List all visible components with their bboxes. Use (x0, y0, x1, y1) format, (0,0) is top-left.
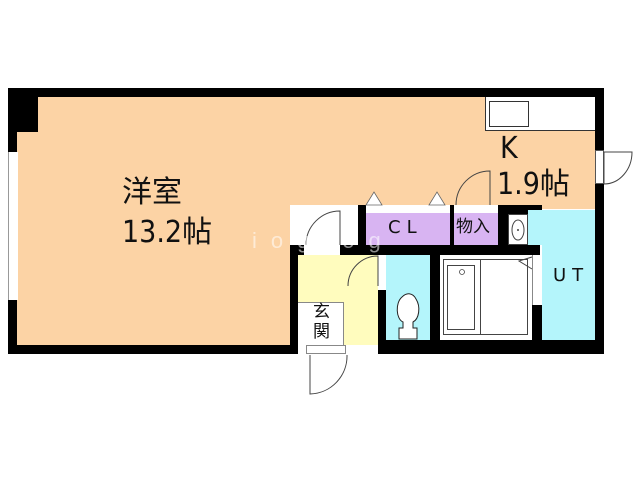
bath-door-strip (532, 255, 542, 305)
bathroom-inner-outline (443, 259, 528, 335)
bathroom[interactable] (440, 255, 532, 340)
left-window (8, 152, 18, 300)
right-door-swing-icon[interactable] (603, 150, 634, 186)
wall-bath-left (430, 255, 440, 345)
storage[interactable] (454, 213, 498, 245)
entrance-room-door-swing-icon[interactable] (304, 210, 344, 246)
entrance-label-line1: 玄 (313, 302, 330, 322)
bath-divider (480, 259, 481, 335)
wall-bottom-main (8, 345, 298, 354)
closet-door-strip (366, 205, 450, 213)
storage-door-swing-icon[interactable] (454, 168, 500, 206)
kitchen-size: 1.9帖 (497, 167, 570, 202)
entrance-genkan-box (298, 302, 344, 345)
kitchen-sink-outline (489, 101, 529, 127)
western-room-size: 13.2帖 (122, 215, 213, 250)
utility-label: UT (553, 265, 590, 286)
front-door-swing-icon[interactable] (309, 354, 349, 396)
wall-closet-left (358, 205, 366, 255)
wall-toilet-left (378, 290, 386, 345)
storage-label: 物入 (456, 217, 490, 237)
wall-top (8, 88, 604, 97)
wall-closet-divider (450, 205, 454, 245)
entrance-label-line2: 関 (313, 322, 330, 342)
wall-bottom-right (378, 340, 604, 354)
wall-right (595, 88, 604, 354)
utility-room-upper (528, 210, 595, 245)
bathtub (447, 265, 475, 330)
front-door-opening (306, 345, 346, 354)
wall-entrance-left (290, 245, 298, 354)
watermark: iogiog (252, 228, 395, 253)
western-room-name: 洋室 (122, 175, 182, 210)
closet-door-arrow-icon (365, 191, 446, 206)
wall-closet-top-right (498, 205, 542, 214)
wall-closet-bottom (290, 245, 540, 255)
kitchen-name: K (500, 131, 518, 166)
entrance-door-strip-top (304, 245, 340, 255)
toilet-door-swing-icon[interactable] (346, 255, 380, 287)
toilet-door-strip (378, 255, 386, 290)
closet[interactable] (366, 213, 450, 245)
toilet-icon (396, 293, 420, 340)
washbasin-bowl-icon (511, 219, 525, 241)
wall-top-left-pillar (8, 88, 38, 132)
wall-bath-right (532, 305, 542, 345)
wall-storage-sink (498, 205, 508, 255)
storage-door-strip (454, 205, 498, 213)
right-door-opening (595, 150, 604, 184)
closet-label: CL (388, 217, 423, 238)
bath-door-icon (517, 256, 533, 270)
bathtub-drain-icon (459, 269, 465, 275)
